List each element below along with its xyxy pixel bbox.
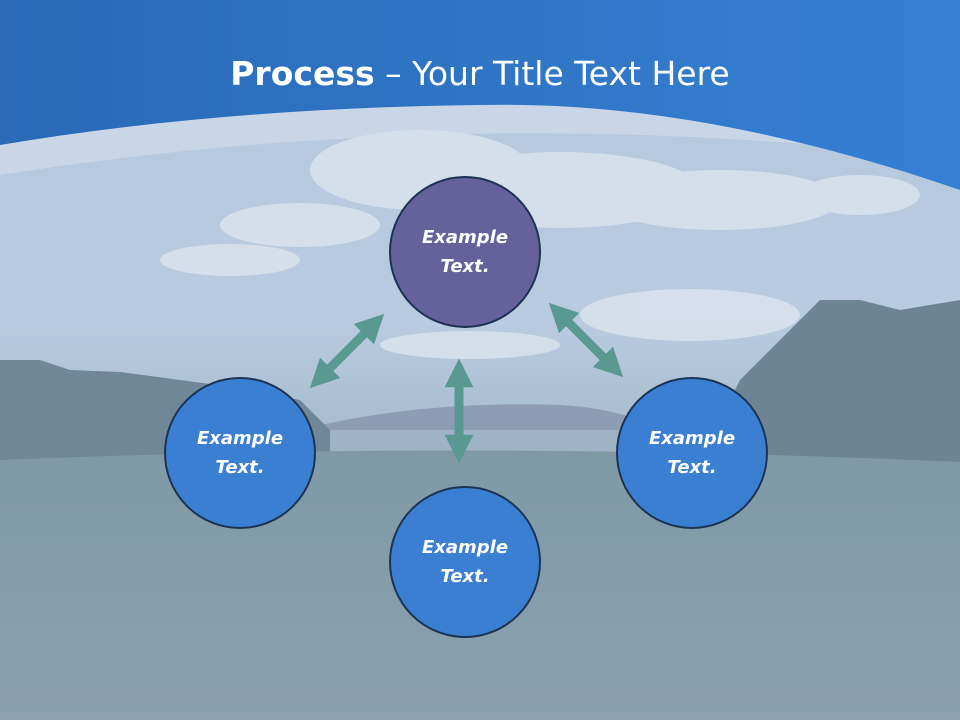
node-bottom-label: Example Text. [421,537,509,587]
header-band [0,0,960,190]
node-top-label: Example Text. [421,227,509,277]
title-rest: – Your Title Text Here [374,54,730,93]
slide-title: Process – Your Title Text Here [0,52,960,96]
node-left: Example Text. [164,377,316,529]
node-bottom: Example Text. [389,486,541,638]
node-right-label: Example Text. [648,428,736,478]
node-top: Example Text. [389,176,541,328]
arrow-top-right [548,302,624,378]
arrow-top-left [309,313,385,389]
title-bold: Process [230,54,375,93]
node-left-label: Example Text. [196,428,284,478]
node-right: Example Text. [616,377,768,529]
